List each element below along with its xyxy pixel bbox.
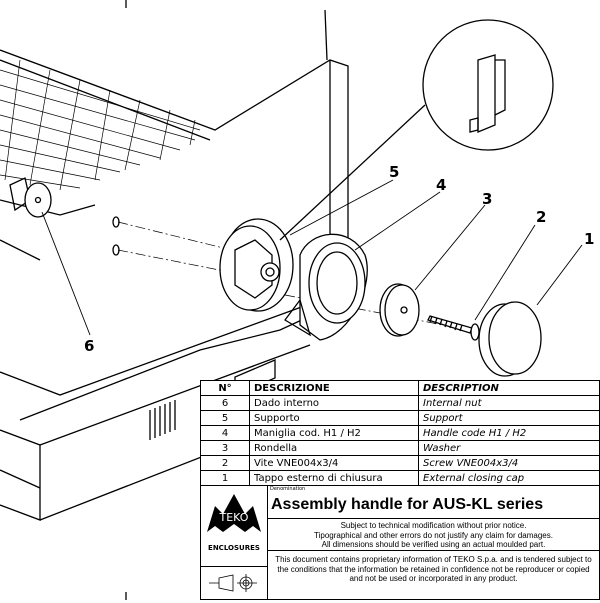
- first-angle-projection-icon: [209, 574, 257, 592]
- cell-number: 6: [200, 395, 250, 411]
- cell-descrizione: Dado interno: [249, 395, 419, 411]
- cell-number: 5: [200, 410, 250, 426]
- header-description: DESCRIPTION: [418, 380, 600, 396]
- part-5-support: [219, 218, 294, 312]
- proprietary-line: the conditions that the information be r…: [277, 564, 590, 574]
- cell-number: 1: [200, 470, 250, 486]
- cell-description: Internal nut: [418, 395, 600, 411]
- proprietary-line: and not be used or incorporated in any p…: [349, 574, 518, 583]
- cell-descrizione: Rondella: [249, 440, 419, 456]
- notice-line: Tipographical and other errors do not ju…: [314, 530, 553, 540]
- detail-view: [279, 19, 554, 241]
- brand-name: ENCLOSURES: [208, 544, 260, 552]
- cell-descrizione: Vite VNE004x3/4: [249, 455, 419, 471]
- cell-descrizione: Tappo esterno di chiusura: [249, 470, 419, 486]
- enclosure-tray: [0, 9, 361, 521]
- projection-symbol: [201, 567, 268, 599]
- cell-description: External closing cap: [418, 470, 600, 486]
- title-block: TEKO ENCLOSURES Denomination Assembly ha…: [200, 485, 600, 600]
- notice-line: Subject to technical modification withou…: [340, 521, 527, 530]
- cell-number: 2: [200, 455, 250, 471]
- cell-descrizione: Maniglia cod. H1 / H2: [249, 425, 419, 441]
- hole: [112, 244, 120, 256]
- callout-5: 5: [389, 163, 400, 181]
- cell-number: 4: [200, 425, 250, 441]
- callout-3: 3: [482, 190, 493, 208]
- part-6-internal-nut: [9, 177, 52, 218]
- leader-lines: [41, 179, 583, 336]
- proprietary-line: This document contains proprietary infor…: [275, 555, 592, 564]
- part-3-washer: [379, 283, 420, 337]
- logo-mountain-icon: TEKO: [207, 494, 261, 532]
- part-2-screw: [427, 315, 480, 341]
- drawing-title: Assembly handle for AUS-KL series: [271, 496, 544, 513]
- notice-text: Subject to technical modification withou…: [268, 519, 599, 551]
- denomination-label: Denomination: [270, 486, 306, 492]
- notice-line: All dimensions should be verified using …: [321, 540, 546, 549]
- part-1-external-cap: [478, 301, 542, 377]
- cell-descrizione: Supporto: [249, 410, 419, 426]
- cell-description: Support: [418, 410, 600, 426]
- proprietary-notice: This document contains proprietary infor…: [268, 552, 599, 599]
- tray-grid: [0, 59, 201, 191]
- teko-logo: TEKO ENCLOSURES: [201, 486, 268, 567]
- cell-number: 3: [200, 440, 250, 456]
- cell-description: Handle code H1 / H2: [418, 425, 600, 441]
- header-descrizione: DESCRIZIONE: [249, 380, 419, 396]
- cell-description: Screw VNE004x3/4: [418, 455, 600, 471]
- header-number: N°: [200, 380, 250, 396]
- callout-6: 6: [84, 337, 95, 355]
- logo-text: TEKO: [219, 511, 249, 524]
- callout-2: 2: [536, 208, 547, 226]
- cell-description: Washer: [418, 440, 600, 456]
- part-4-handle: [284, 233, 368, 341]
- table-header: N° DESCRIZIONE DESCRIPTION: [200, 380, 600, 396]
- callout-1: 1: [584, 230, 595, 248]
- callout-4: 4: [436, 176, 447, 194]
- hole: [112, 216, 120, 228]
- denomination-cell: Denomination Assembly handle for AUS-KL …: [268, 486, 599, 519]
